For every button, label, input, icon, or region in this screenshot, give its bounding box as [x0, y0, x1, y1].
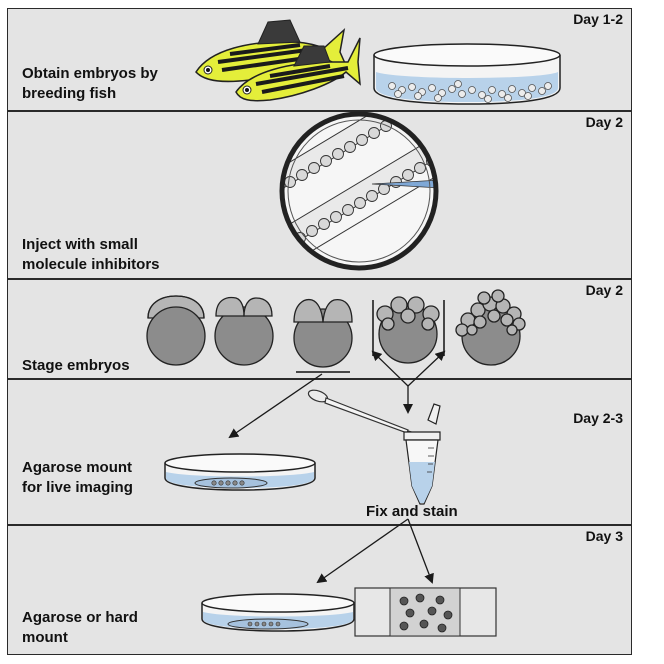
day-label: Day 2 — [585, 114, 623, 130]
pipette-icon — [307, 389, 419, 435]
stage-brackets — [296, 300, 445, 373]
day-label: Day 1-2 — [573, 11, 623, 27]
day-label: Day 2-3 — [573, 410, 623, 426]
petri-dish-eggs — [373, 43, 561, 105]
agarose-mount-dish — [201, 593, 355, 632]
step-label: Stage embryos — [22, 357, 130, 374]
embryo-stages — [146, 289, 526, 368]
step-label: Agarose or hard mount — [22, 609, 138, 646]
zebrafish-icon — [195, 19, 361, 102]
fix-and-stain-label: Fix and stain — [366, 503, 458, 520]
panel-final-mount: Day 3 Agarose or hard mount — [7, 525, 632, 655]
step-label: Obtain embryos by breeding fish — [22, 65, 158, 102]
microcentrifuge-tube-icon — [403, 403, 441, 505]
step-label: Inject with small molecule inhibitors — [22, 236, 160, 273]
day-label: Day 3 — [585, 528, 623, 544]
hard-mount-slide — [354, 587, 497, 637]
workflow-arrows — [228, 350, 446, 584]
step-label: Agarose mount for live imaging — [22, 459, 133, 496]
live-imaging-dish — [164, 453, 316, 491]
day-label: Day 2 — [585, 282, 623, 298]
panel-mounting: Day 2-3 Agarose mount for live imaging — [7, 379, 632, 525]
